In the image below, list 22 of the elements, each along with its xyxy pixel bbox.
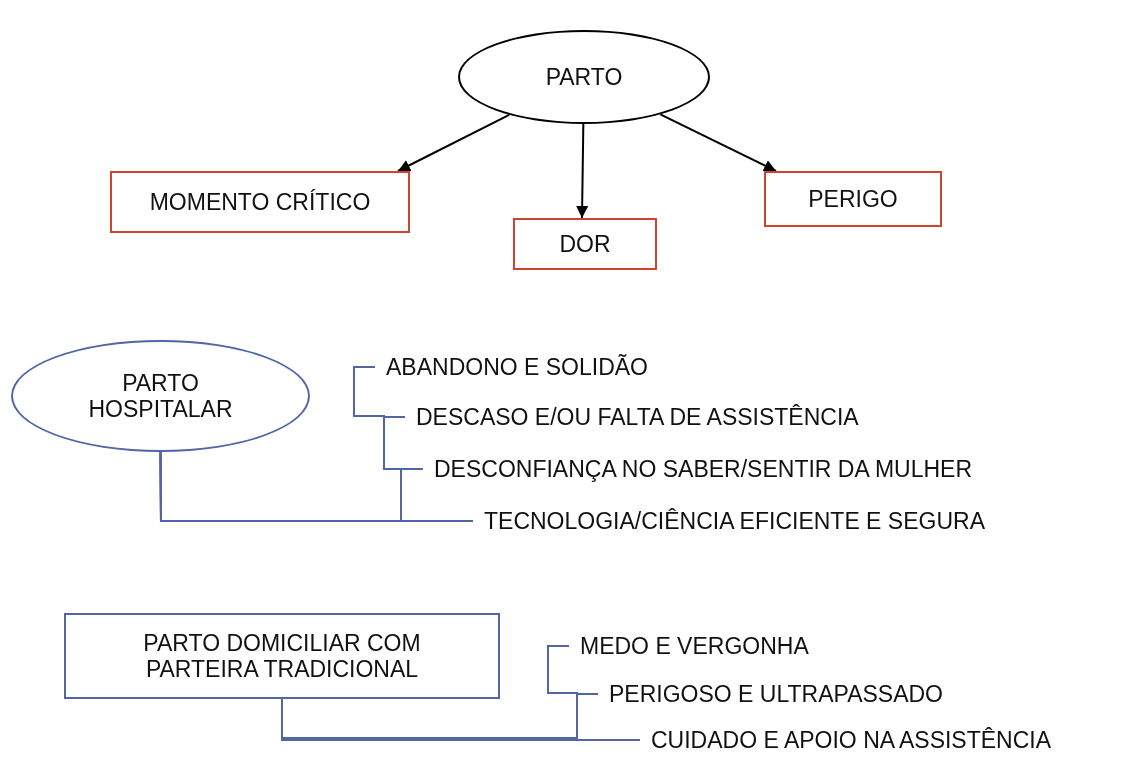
branch-label: DESCASO E/OU FALTA DE ASSISTÊNCIA xyxy=(405,403,965,431)
concept-box xyxy=(64,613,500,699)
arrow xyxy=(659,113,777,172)
concept-box xyxy=(110,171,410,233)
node-label: MOMENTO CRÍTICO xyxy=(149,188,371,216)
node-label: DOR xyxy=(559,230,611,258)
connector-line xyxy=(159,451,474,522)
branch-label: ABANDONO E SOLIDÃO xyxy=(375,353,715,381)
concept-box xyxy=(513,218,657,270)
branch-label: TECNOLOGIA/CIÊNCIA EFICIENTE E SEGURA xyxy=(473,507,1113,535)
node-label: PARTO DOMICILIAR COM PARTEIRA TRADICIONAL xyxy=(142,629,422,683)
node-label: PARTO xyxy=(545,63,623,91)
branch-label: CUIDADO E APOIO NA ASSISTÊNCIA xyxy=(640,726,1135,754)
branch-label: DESCONFIANÇA NO SABER/SENTIR DA MULHER xyxy=(423,455,1093,483)
concept-box xyxy=(764,171,942,227)
arrow xyxy=(576,123,589,219)
branch-label: PERIGOSO E ULTRAPASSADO xyxy=(598,680,1028,708)
arrow xyxy=(397,113,511,172)
node-label: PERIGO xyxy=(808,185,898,213)
node-label: PARTO HOSPITALAR xyxy=(87,369,234,423)
branch-label: MEDO E VERGONHA xyxy=(569,632,889,660)
connector-line xyxy=(281,693,599,739)
